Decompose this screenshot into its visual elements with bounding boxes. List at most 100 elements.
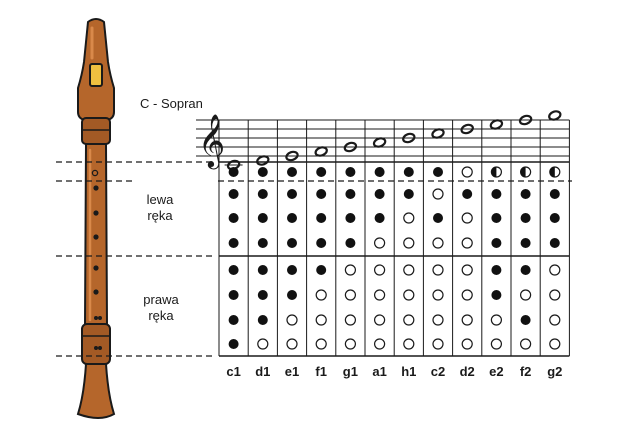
finger-hole-icon xyxy=(93,210,99,216)
right-hand-hole xyxy=(403,338,415,350)
left-hand-hole xyxy=(345,238,356,248)
guide-lines xyxy=(56,161,572,357)
right-hand-label: prawa ręka xyxy=(138,292,184,324)
recorder-illustration xyxy=(76,18,116,419)
right-hand-hole xyxy=(316,265,327,275)
right-hand-hole xyxy=(344,314,356,326)
whole-note-icon xyxy=(402,132,416,144)
right-hand-hole xyxy=(461,314,473,326)
recorder-foot xyxy=(76,363,116,419)
left-hand-hole xyxy=(287,213,297,223)
note-label-g2: g2 xyxy=(547,364,563,379)
recorder-window xyxy=(89,63,103,87)
left-hand-hole xyxy=(374,189,385,199)
left-hand-label: lewa ręka xyxy=(140,192,180,224)
whole-note-icon xyxy=(548,110,562,121)
whole-note-icon xyxy=(518,114,533,126)
thumb-hole xyxy=(228,167,239,177)
right-hand-hole xyxy=(403,264,415,276)
note-label-c2: c2 xyxy=(430,364,446,379)
left-hand-label-line2: ręka xyxy=(147,208,173,223)
right-hand-hole xyxy=(344,338,356,350)
note-label-f2: f2 xyxy=(519,364,532,379)
left-hand-hole xyxy=(316,189,327,199)
right-hand-hole xyxy=(549,289,561,301)
treble-clef-icon: 𝄞 xyxy=(198,113,225,169)
thumb-hole xyxy=(549,166,561,178)
right-hand-hole xyxy=(257,315,268,325)
left-hand-hole xyxy=(432,237,444,249)
note-label-a1: a1 xyxy=(372,364,387,379)
left-hand-hole xyxy=(549,213,560,223)
fingering-holes xyxy=(228,166,561,350)
half-hole-fill xyxy=(549,167,555,177)
right-hand-label-line2: ręka xyxy=(148,308,174,323)
right-hand-hole xyxy=(491,290,502,300)
thumb-hole xyxy=(461,166,473,178)
left-hand-hole xyxy=(403,189,414,199)
whole-note-icon xyxy=(489,119,504,130)
left-hand-hole xyxy=(257,238,268,248)
left-hand-hole xyxy=(403,237,415,249)
right-hand-hole xyxy=(432,264,444,276)
left-hand-hole xyxy=(374,213,385,223)
finger-hole-icon xyxy=(93,289,99,295)
finger-hole-icon xyxy=(93,265,99,271)
right-hand-hole xyxy=(490,314,502,326)
right-hand-hole xyxy=(490,338,502,350)
thumb-hole xyxy=(519,166,532,178)
right-hand-hole xyxy=(519,338,532,350)
left-hand-hole xyxy=(461,212,473,224)
chart-title: C - Sopran xyxy=(140,96,203,111)
whole-note-icon xyxy=(372,137,387,148)
recorder-joint-lower xyxy=(81,323,111,365)
note-label-d2: d2 xyxy=(459,364,475,379)
right-hand-hole xyxy=(374,289,386,301)
left-hand-hole xyxy=(345,189,356,199)
right-hand-hole xyxy=(461,264,473,276)
right-hand-hole xyxy=(344,289,356,301)
right-hand-hole xyxy=(374,264,386,276)
right-hand-hole xyxy=(286,338,298,350)
whole-note-icon xyxy=(343,141,358,153)
note-label-c1: c1 xyxy=(226,364,241,379)
whole-note-icon xyxy=(256,155,270,166)
left-hand-hole xyxy=(549,189,560,199)
right-hand-hole xyxy=(519,289,532,301)
whole-note-icon xyxy=(460,123,474,135)
right-hand-hole xyxy=(257,338,269,350)
whole-note-icon xyxy=(314,146,328,157)
fingering-grid xyxy=(218,120,570,357)
half-hole-fill xyxy=(520,167,526,177)
left-hand-hole xyxy=(228,238,239,248)
right-hand-hole xyxy=(491,265,502,275)
left-hand-hole xyxy=(491,238,502,248)
left-hand-hole xyxy=(257,189,268,199)
left-hand-hole xyxy=(287,189,297,199)
left-hand-hole xyxy=(520,189,531,199)
thumb-hole xyxy=(433,167,443,177)
right-hand-hole xyxy=(549,264,561,276)
right-hand-hole xyxy=(432,289,444,301)
right-hand-hole xyxy=(287,265,297,275)
left-hand-hole xyxy=(316,238,327,248)
right-hand-hole xyxy=(520,315,531,325)
note-label-e1: e1 xyxy=(284,364,300,379)
left-hand-hole xyxy=(345,213,356,223)
thumb-hole xyxy=(490,166,502,178)
finger-hole-icon xyxy=(98,346,102,350)
left-hand-hole xyxy=(374,237,386,249)
right-hand-hole xyxy=(344,264,356,276)
left-hand-hole xyxy=(432,188,444,200)
right-hand-hole xyxy=(315,289,327,301)
finger-hole-icon xyxy=(93,234,99,240)
left-hand-hole xyxy=(228,213,239,223)
right-hand-hole xyxy=(286,314,298,326)
left-hand-hole xyxy=(462,189,473,199)
right-hand-hole xyxy=(257,290,268,300)
right-hand-hole xyxy=(432,314,444,326)
right-hand-label-line1: prawa xyxy=(143,292,179,307)
right-hand-hole xyxy=(520,265,531,275)
left-hand-hole xyxy=(257,213,268,223)
left-hand-hole xyxy=(461,237,473,249)
